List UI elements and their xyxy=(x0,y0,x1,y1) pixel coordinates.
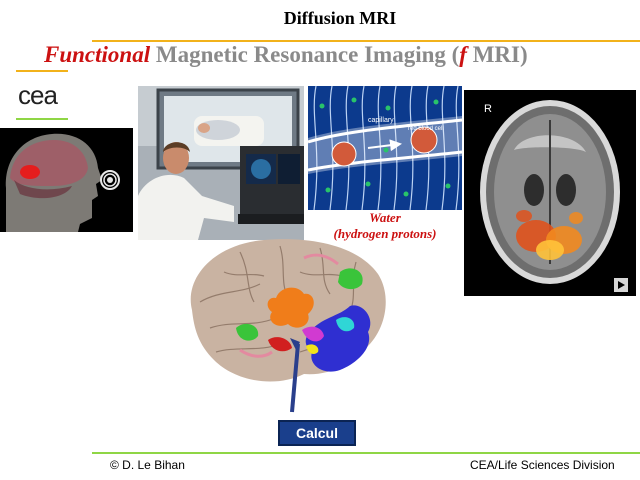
headline-middle: Magnetic Resonance Imaging ( xyxy=(155,42,460,67)
calcul-button[interactable]: Calcul xyxy=(278,420,356,446)
cea-logo-text: cea xyxy=(18,80,58,110)
region-magenta xyxy=(302,326,324,342)
region-green-lower xyxy=(236,323,259,341)
activation-overlay xyxy=(516,210,583,260)
water-caption-line2: (hydrogen protons) xyxy=(333,226,437,241)
axial-fmri-scan: R xyxy=(464,90,636,296)
capillary-label: capillary xyxy=(368,117,394,124)
water-caption: Water (hydrogen protons) xyxy=(310,210,460,242)
headline-tail: MRI) xyxy=(472,42,528,67)
scan-side-marker: R xyxy=(484,103,492,115)
footer-division: CEA/Life Sciences Division xyxy=(470,458,615,472)
logo-rule-bottom xyxy=(16,118,68,120)
logo-rule-top xyxy=(16,70,68,72)
red-blood-cell-1 xyxy=(331,141,357,167)
pointer-arrow xyxy=(290,343,300,413)
capillary-diagram: capillary red blood cell xyxy=(308,86,462,210)
headline-emphasis: Functional xyxy=(44,42,151,67)
play-icon xyxy=(614,278,628,292)
operator-head xyxy=(163,142,189,174)
region-green-upper xyxy=(338,268,363,290)
slide-headline: Functional Magnetic Resonance Imaging (f… xyxy=(44,42,528,68)
mri-operator-photo xyxy=(138,86,304,240)
head-coil-marker xyxy=(100,170,120,190)
footer-author: © D. Le Bihan xyxy=(110,458,185,472)
headline-f-letter: f xyxy=(459,42,467,67)
region-cyan xyxy=(336,317,355,332)
activation-spot xyxy=(20,165,40,179)
header-rule-top xyxy=(92,40,640,42)
region-red xyxy=(268,337,292,352)
region-orange xyxy=(267,287,314,328)
region-yellow xyxy=(306,344,319,354)
red-blood-cell-label: red blood cell xyxy=(408,126,444,132)
slide-title: Diffusion MRI xyxy=(283,8,397,28)
brain-3d-rendering xyxy=(190,239,386,413)
head-activation-image xyxy=(0,128,133,232)
operator-lab-coat xyxy=(138,174,234,240)
red-blood-cell-2 xyxy=(410,126,438,154)
region-blue xyxy=(305,305,371,372)
cea-logo: cea xyxy=(18,80,59,110)
water-caption-line1: Water xyxy=(369,210,401,225)
footer-rule xyxy=(92,452,640,454)
